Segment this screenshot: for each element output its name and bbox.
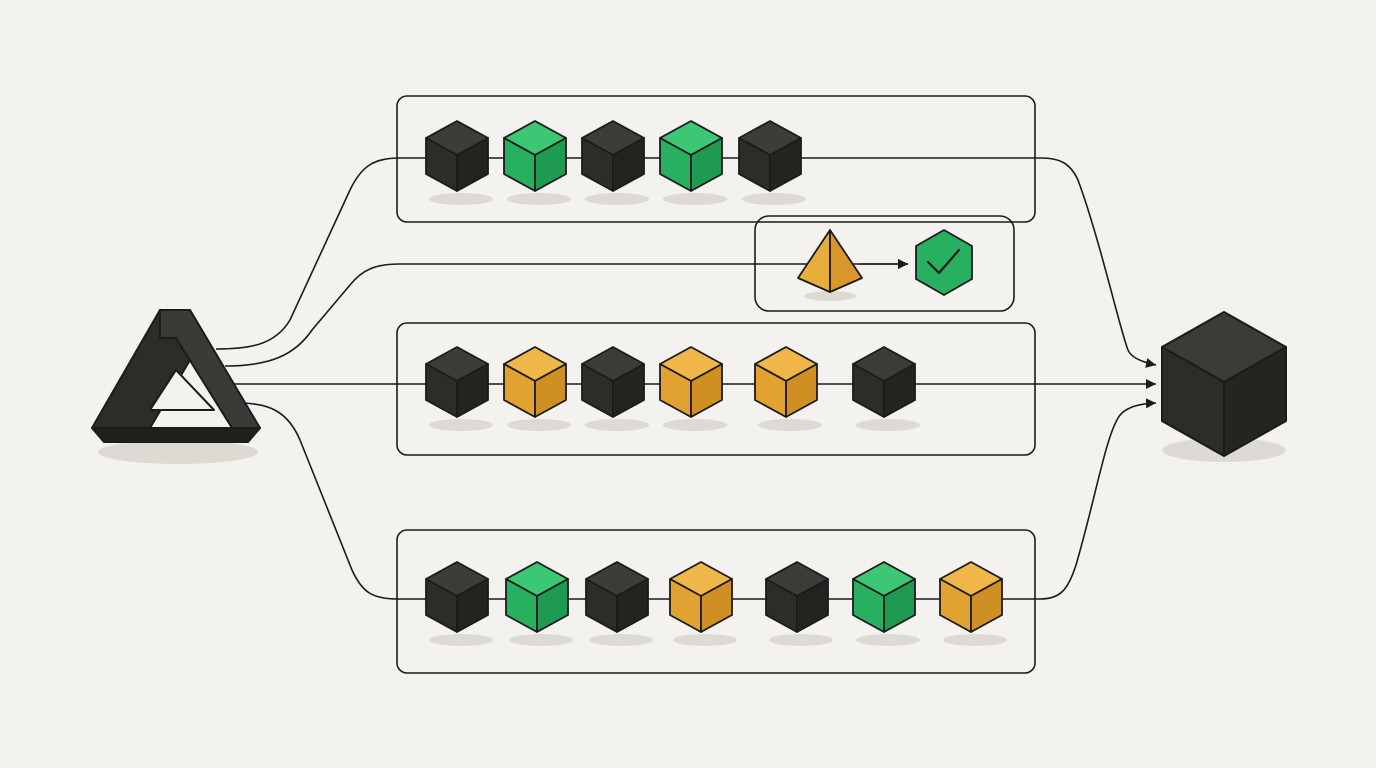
- lane-4-dark-cube-1: [425, 561, 493, 646]
- lane-3-dark-cube-1: [425, 346, 493, 431]
- lane-3-orange-cube-2: [503, 346, 571, 431]
- connector-source-lane-4: [237, 398, 1157, 600]
- lane-1-container: [396, 95, 1036, 223]
- lane-4-dark-cube-5: [765, 561, 833, 646]
- lane-3-orange-cube-4: [659, 346, 727, 431]
- lane-4-green-cube-2: [505, 561, 573, 646]
- impossible-triangle-icon: [91, 309, 261, 464]
- lane-3-dark-cube-3: [581, 346, 649, 431]
- lane-1-green-cube-2: [503, 120, 571, 205]
- lane-4-dark-cube-3: [585, 561, 653, 646]
- orange-pyramid-icon: [797, 229, 863, 301]
- large-dark-cube-icon: [1161, 311, 1287, 462]
- lane-1-dark-cube-1: [425, 120, 493, 205]
- checkmark-icon: [926, 248, 961, 275]
- lane-4-green-cube-6: [852, 561, 920, 646]
- check-hexagon-icon: [915, 229, 973, 296]
- connector-source-lane-1: [215, 157, 1157, 368]
- lane-3-container: [396, 322, 1036, 456]
- lane-4-orange-cube-4: [669, 561, 737, 646]
- connector-source-lane-2: [224, 259, 908, 367]
- lane-3-dark-cube-6: [852, 346, 920, 431]
- lane-3-orange-cube-5: [754, 346, 822, 431]
- lane-4-orange-cube-7: [939, 561, 1007, 646]
- lane-1-green-cube-4: [659, 120, 727, 205]
- lane-4-container: [396, 529, 1036, 674]
- lane-1-dark-cube-3: [581, 120, 649, 205]
- lane-1-dark-cube-5: [738, 120, 806, 205]
